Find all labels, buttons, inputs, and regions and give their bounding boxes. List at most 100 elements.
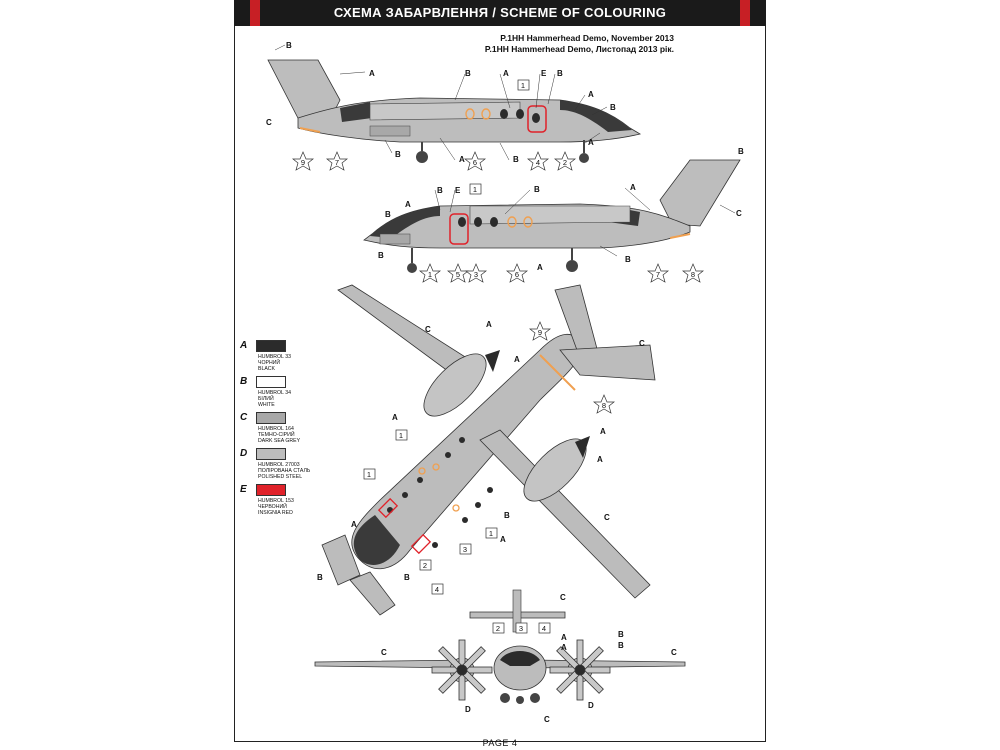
front-propeller-right bbox=[549, 639, 611, 701]
svg-text:A: A bbox=[600, 427, 606, 436]
paint-name-ua: ТЕМНО-СІРИЙ bbox=[258, 432, 295, 438]
legend-key: A bbox=[240, 340, 248, 351]
numbered-stars bbox=[292, 151, 704, 414]
wing-root-2 bbox=[469, 205, 631, 225]
svg-text:A: A bbox=[351, 520, 357, 529]
paint-code: HUMBROL 34 bbox=[258, 390, 291, 396]
paint-name-ua: БІЛИЙ bbox=[258, 396, 274, 402]
plan-cockpit bbox=[353, 515, 400, 565]
caption-line-en: P.1HH Hammerhead Demo, November 2013 bbox=[500, 33, 674, 43]
windows bbox=[500, 109, 540, 123]
star-9-plan bbox=[529, 321, 551, 341]
svg-text:C: C bbox=[671, 648, 677, 657]
swatch-polished-steel bbox=[256, 448, 286, 460]
paint-code: HUMBROL 33 bbox=[258, 354, 291, 360]
svg-text:1: 1 bbox=[473, 185, 477, 194]
main-gear bbox=[416, 151, 428, 163]
star-9-top bbox=[292, 151, 314, 171]
svg-text:2: 2 bbox=[496, 624, 500, 633]
svg-text:E: E bbox=[455, 186, 461, 195]
svg-text:C: C bbox=[544, 715, 550, 724]
plan-view bbox=[321, 284, 656, 616]
canopy bbox=[560, 100, 632, 132]
svg-text:B: B bbox=[378, 251, 384, 260]
svg-text:B: B bbox=[385, 210, 391, 219]
red-door-outline-2 bbox=[449, 213, 469, 245]
svg-text:A: A bbox=[630, 183, 636, 192]
svg-text:A: A bbox=[392, 413, 398, 422]
star-8-mid bbox=[682, 263, 704, 283]
svg-text:2: 2 bbox=[563, 158, 567, 167]
svg-text:4: 4 bbox=[435, 585, 439, 594]
nacelle bbox=[369, 125, 411, 137]
header-accent-left bbox=[250, 0, 260, 26]
tail-fin-2 bbox=[659, 159, 741, 227]
svg-text:A: A bbox=[459, 155, 465, 164]
svg-text:A: A bbox=[500, 535, 506, 544]
star-7-mid bbox=[647, 263, 669, 283]
plan-right-wing bbox=[479, 429, 651, 599]
svg-text:C: C bbox=[266, 118, 272, 127]
svg-text:B: B bbox=[610, 103, 616, 112]
svg-text:B: B bbox=[504, 511, 510, 520]
star-7-top bbox=[326, 151, 348, 171]
svg-text:8: 8 bbox=[602, 401, 606, 410]
orange-windows bbox=[465, 108, 491, 120]
svg-text:A: A bbox=[503, 69, 509, 78]
paint-name-ua: ЧОРНИЙ bbox=[258, 360, 281, 366]
star-6-mid bbox=[506, 263, 528, 283]
aircraft-caption: P.1HH Hammerhead Demo, November 2013 P.1… bbox=[485, 33, 674, 55]
paint-name-en: BLACK bbox=[258, 366, 276, 372]
svg-text:A: A bbox=[561, 633, 567, 642]
wing-root bbox=[369, 101, 521, 121]
paint-name-en: POLISHED STEEL bbox=[258, 474, 303, 480]
svg-text:B: B bbox=[395, 150, 401, 159]
svg-text:C: C bbox=[604, 513, 610, 522]
svg-text:C: C bbox=[381, 648, 387, 657]
svg-text:B: B bbox=[618, 630, 624, 639]
svg-text:B: B bbox=[738, 147, 744, 156]
star-4-top bbox=[527, 151, 549, 171]
svg-text:B: B bbox=[286, 41, 292, 50]
front-propeller-left bbox=[431, 639, 493, 701]
swatch-white bbox=[256, 376, 286, 388]
legend-key: B bbox=[240, 376, 248, 387]
legend-key: C bbox=[240, 412, 248, 423]
front-view bbox=[314, 589, 686, 704]
star-6-top bbox=[464, 151, 486, 171]
svg-text:A: A bbox=[588, 138, 594, 147]
svg-text:B: B bbox=[404, 573, 410, 582]
svg-text:A: A bbox=[537, 263, 543, 272]
svg-text:7: 7 bbox=[656, 270, 660, 279]
page-number: PAGE 4 bbox=[482, 738, 518, 748]
svg-text:C: C bbox=[736, 209, 742, 218]
svg-text:A: A bbox=[405, 200, 411, 209]
svg-text:4: 4 bbox=[536, 158, 540, 167]
svg-text:E: E bbox=[541, 69, 547, 78]
svg-text:A: A bbox=[588, 90, 594, 99]
svg-text:1: 1 bbox=[367, 470, 371, 479]
svg-text:B: B bbox=[618, 641, 624, 650]
swatch-red bbox=[256, 484, 286, 496]
plan-spinner-right bbox=[575, 436, 590, 458]
nose-gear-2 bbox=[407, 263, 417, 273]
paint-code: HUMBROL 27003 bbox=[258, 462, 300, 468]
svg-text:B: B bbox=[437, 186, 443, 195]
star-1-mid bbox=[419, 263, 441, 283]
engine-intake bbox=[340, 102, 372, 122]
svg-text:1: 1 bbox=[399, 431, 403, 440]
svg-text:A: A bbox=[486, 320, 492, 329]
nose-gear bbox=[579, 153, 589, 163]
plan-nacelle-left bbox=[423, 353, 487, 417]
svg-text:A: A bbox=[369, 69, 375, 78]
legend-key: D bbox=[240, 448, 248, 459]
star-3-mid bbox=[465, 263, 487, 283]
paint-name-en: DARK SEA GREY bbox=[258, 438, 301, 444]
svg-text:3: 3 bbox=[474, 270, 478, 279]
red-door-outline bbox=[527, 105, 547, 133]
star-8-plan bbox=[593, 394, 615, 414]
svg-text:D: D bbox=[588, 701, 594, 710]
